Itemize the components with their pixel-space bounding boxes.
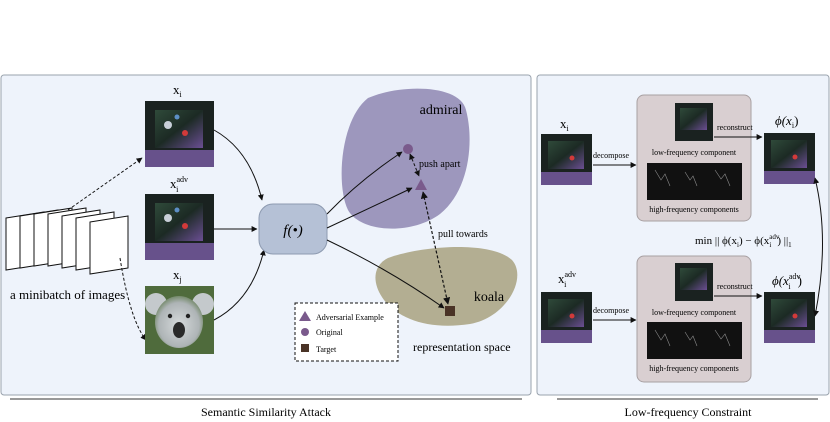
dashed-arrow-to-xi (67, 157, 143, 211)
legend-adversarial-icon (299, 311, 311, 321)
decompose-label-top: decompose (593, 151, 629, 160)
legend-box (294, 302, 399, 362)
low-freq-label-bottom: low-frequency component (652, 308, 737, 317)
high-freq-label-top: high-frequency components (649, 205, 739, 214)
f-label: f(•) (283, 223, 302, 239)
high-freq-label-bottom: high-frequency components (649, 364, 739, 373)
arrow-f-to-original (326, 151, 403, 215)
koala-label: koala (474, 290, 505, 305)
constraint-arrow (813, 177, 823, 317)
target-marker (445, 306, 455, 316)
admiral-label: admiral (420, 103, 463, 118)
right-image-xadv (541, 292, 592, 343)
legend-original-label: Original (316, 328, 343, 337)
push-apart-label: push apart (419, 159, 461, 170)
legend-target-label: Target (316, 345, 337, 354)
legend-target-icon (301, 344, 309, 352)
reconstructed-image-xadv (764, 292, 815, 343)
legend-adversarial-label: Adversarial Example (316, 313, 384, 322)
pull-towards-arrow (420, 191, 451, 305)
right-panel (536, 74, 830, 396)
left-image-xadv (145, 194, 214, 260)
low-freq-label-top: low-frequency component (652, 148, 737, 157)
left-image-koala (145, 286, 214, 354)
low-freq-image-top (675, 103, 713, 141)
reconstruct-label-bottom: reconstruct (717, 282, 753, 291)
decompose-label-bottom: decompose (593, 306, 629, 315)
representation-space-label: representation space (413, 340, 511, 354)
right-caption: Low-frequency Constraint (625, 405, 753, 419)
arrow-f-to-adversarial (326, 187, 413, 229)
left-image-xi (145, 101, 214, 167)
left-caption: Semantic Similarity Attack (201, 405, 331, 419)
low-freq-image-bottom (675, 263, 713, 301)
reconstructed-image-xi (764, 133, 815, 184)
legend-original-icon (301, 328, 309, 336)
right-image-xi (541, 134, 592, 185)
push-apart-arrow (409, 153, 420, 177)
f-encoder-box (258, 203, 328, 255)
high-freq-strip-top (647, 163, 742, 200)
right-xi-label: xi (560, 116, 570, 133)
phi-xi-label: ϕ(xi) (775, 113, 798, 130)
minibatch-label: a minibatch of images (10, 287, 125, 302)
left-xi-label: xi (173, 82, 183, 99)
original-marker (403, 144, 413, 154)
left-xj-label: xj (173, 267, 182, 284)
dashed-arrow-to-xj (119, 257, 147, 341)
high-freq-strip-bottom (647, 322, 742, 359)
arrow-xi-to-f (213, 129, 264, 201)
minibatch-stack (5, 207, 129, 275)
adversarial-marker (415, 179, 427, 190)
reconstruct-label-top: reconstruct (717, 123, 753, 132)
arrow-xj-to-f (213, 249, 266, 321)
pull-towards-label: pull towards (438, 229, 488, 240)
